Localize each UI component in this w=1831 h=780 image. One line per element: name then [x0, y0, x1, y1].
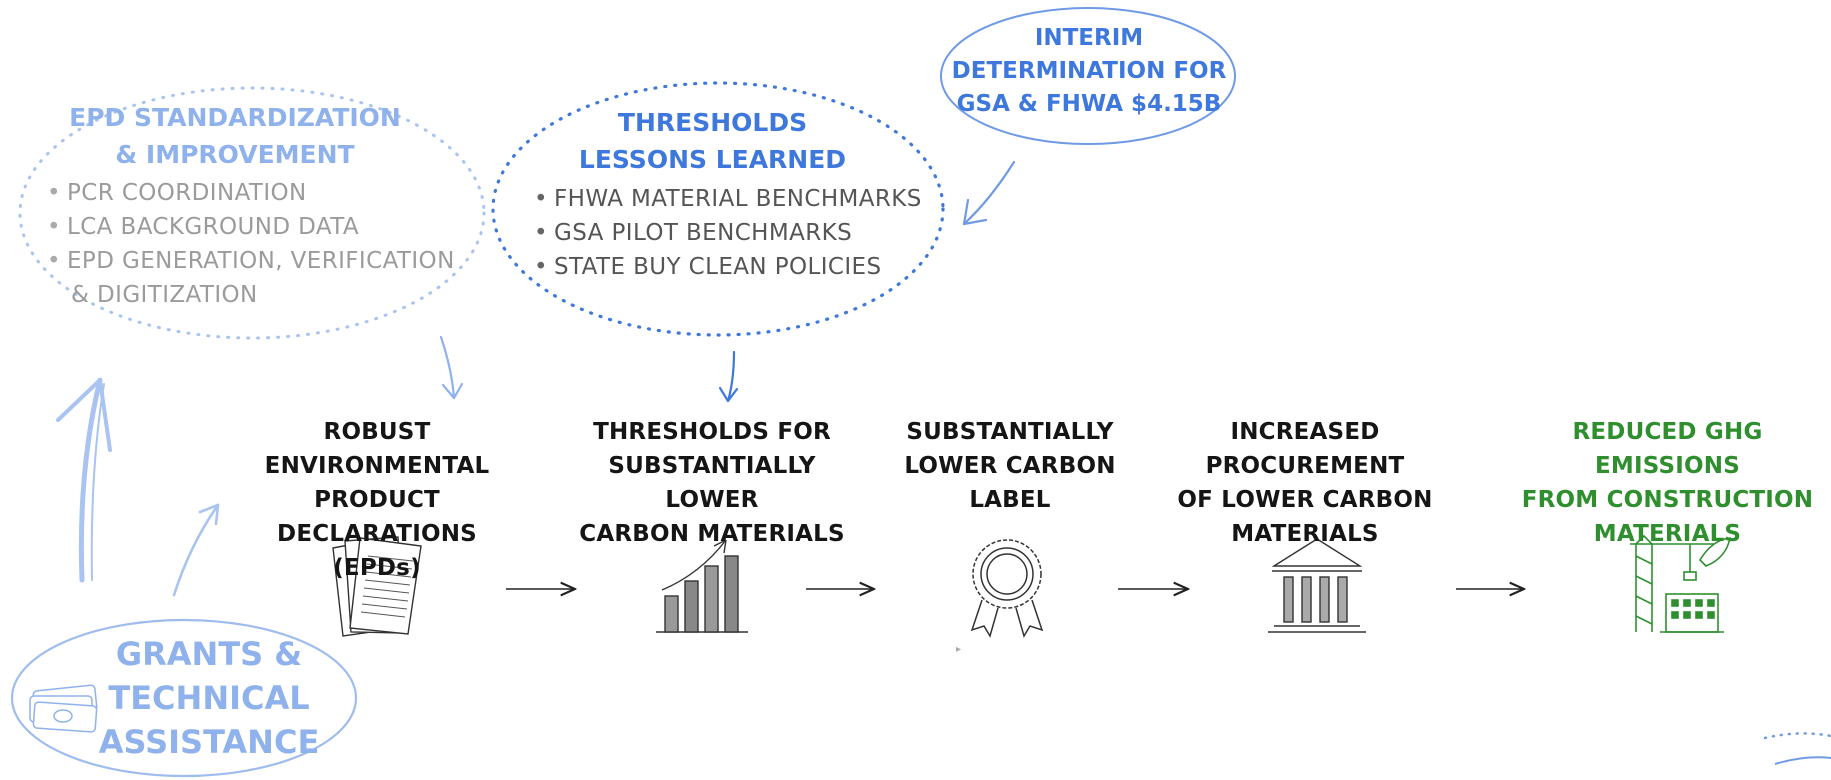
grants-line-1: GRANTS &	[115, 635, 303, 673]
grants-bubble	[10, 618, 358, 778]
grants-to-epds-arrow	[172, 503, 220, 597]
interim-bubble	[940, 7, 1236, 145]
step-lower-carbon-label: SUBSTANTIALLY LOWER CARBON LABEL	[890, 415, 1130, 517]
step-3-line-3: LABEL	[969, 487, 1051, 513]
step-reduced-ghg: REDUCED GHG EMISSIONS FROM CONSTRUCTION …	[1504, 415, 1831, 551]
step-2-line-2: SUBSTANTIALLY LOWER	[608, 453, 816, 513]
grants-to-epd-bubble-big-arrow	[56, 377, 112, 583]
interim-line-1: INTERIM	[1034, 25, 1144, 51]
step-4-line-3: MATERIALS	[1231, 521, 1379, 547]
step-2-line-3: CARBON MATERIALS	[579, 521, 845, 547]
tiny-mark: ▸	[956, 644, 961, 655]
step-1-line-2: PRODUCT DECLARATIONS	[277, 487, 477, 547]
grants-line-3: ASSISTANCE	[98, 723, 320, 761]
epd-bullet-generation: EPD GENERATION, VERIFICATION	[45, 244, 455, 278]
step-3-line-1: SUBSTANTIALLY	[906, 419, 1114, 445]
step-5-line-1: REDUCED GHG EMISSIONS	[1572, 419, 1763, 479]
grants-technical-assistance-label: GRANTS & TECHNICAL ASSISTANCE	[96, 632, 322, 764]
thresholds-bubble-to-step-arrow	[718, 350, 739, 403]
step-5-line-2: FROM CONSTRUCTION	[1521, 487, 1814, 513]
step-4-line-1: INCREASED PROCUREMENT	[1205, 419, 1405, 479]
grants-line-2: TECHNICAL	[108, 679, 310, 717]
interim-determination-label: INTERIM DETERMINATION FOR GSA & FHWA $4.…	[946, 22, 1232, 121]
epd-standardization-bubble	[18, 86, 486, 340]
thresholds-bubble-title: THRESHOLDS LESSONS LEARNED	[530, 104, 895, 178]
epd-bullet-digitization: & DIGITIZATION	[71, 282, 258, 308]
step-5-line-3: MATERIALS	[1593, 521, 1742, 547]
epd-bubble-title: EPD STANDARDIZATION & IMPROVEMENT	[40, 99, 430, 173]
step-increased-procurement: INCREASED PROCUREMENT OF LOWER CARBON MA…	[1140, 415, 1470, 551]
step-4-line-2: OF LOWER CARBON	[1177, 487, 1433, 513]
step-thresholds: THRESHOLDS FOR SUBSTANTIALLY LOWER CARBO…	[562, 415, 862, 551]
partial-bubble-fragment	[1763, 732, 1831, 740]
epd-bubble-title-line-2: & IMPROVEMENT	[115, 140, 355, 169]
bar-chart-icon	[656, 539, 748, 633]
thresholds-bubble-title-line-2: LESSONS LEARNED	[578, 145, 847, 174]
epd-bullet-pcr: PCR COORDINATION	[45, 176, 455, 210]
thresholds-bullet-gsa: GSA PILOT BENCHMARKS	[532, 216, 922, 250]
government-building-icon	[1268, 538, 1366, 633]
epd-bullet-lca: LCA BACKGROUND DATA	[45, 210, 455, 244]
thresholds-bullet-state: STATE BUY CLEAN POLICIES	[532, 250, 922, 284]
step-2-line-1: THRESHOLDS FOR	[593, 419, 831, 445]
epd-bubble-bullet-list: PCR COORDINATION LCA BACKGROUND DATA EPD…	[45, 176, 455, 312]
award-ribbon-icon	[970, 539, 1044, 638]
step-3-line-2: LOWER CARBON	[904, 453, 1116, 479]
epd-bubble-title-line-1: EPD STANDARDIZATION	[69, 103, 401, 132]
green-construction-icon	[1630, 534, 1731, 633]
thresholds-bubble-bullet-list: FHWA MATERIAL BENCHMARKS GSA PILOT BENCH…	[532, 182, 922, 284]
money-stack-icon	[29, 684, 98, 733]
interim-line-2: DETERMINATION FOR	[951, 58, 1227, 84]
thresholds-bullet-fhwa: FHWA MATERIAL BENCHMARKS	[532, 182, 922, 216]
epd-bubble-to-epds-arrow	[439, 335, 464, 400]
documents-icon	[332, 536, 422, 637]
thresholds-bubble-title-line-1: THRESHOLDS	[617, 108, 808, 137]
step-1-line-3: (EPDs)	[333, 555, 421, 581]
step-robust-epds: ROBUST ENVIRONMENTAL PRODUCT DECLARATION…	[212, 415, 542, 585]
interim-to-thresholds-arrow	[962, 160, 1016, 226]
step-1-line-1: ROBUST ENVIRONMENTAL	[264, 419, 490, 479]
interim-line-3: GSA & FHWA $4.15B	[956, 91, 1222, 117]
thresholds-lessons-bubble	[491, 81, 945, 337]
